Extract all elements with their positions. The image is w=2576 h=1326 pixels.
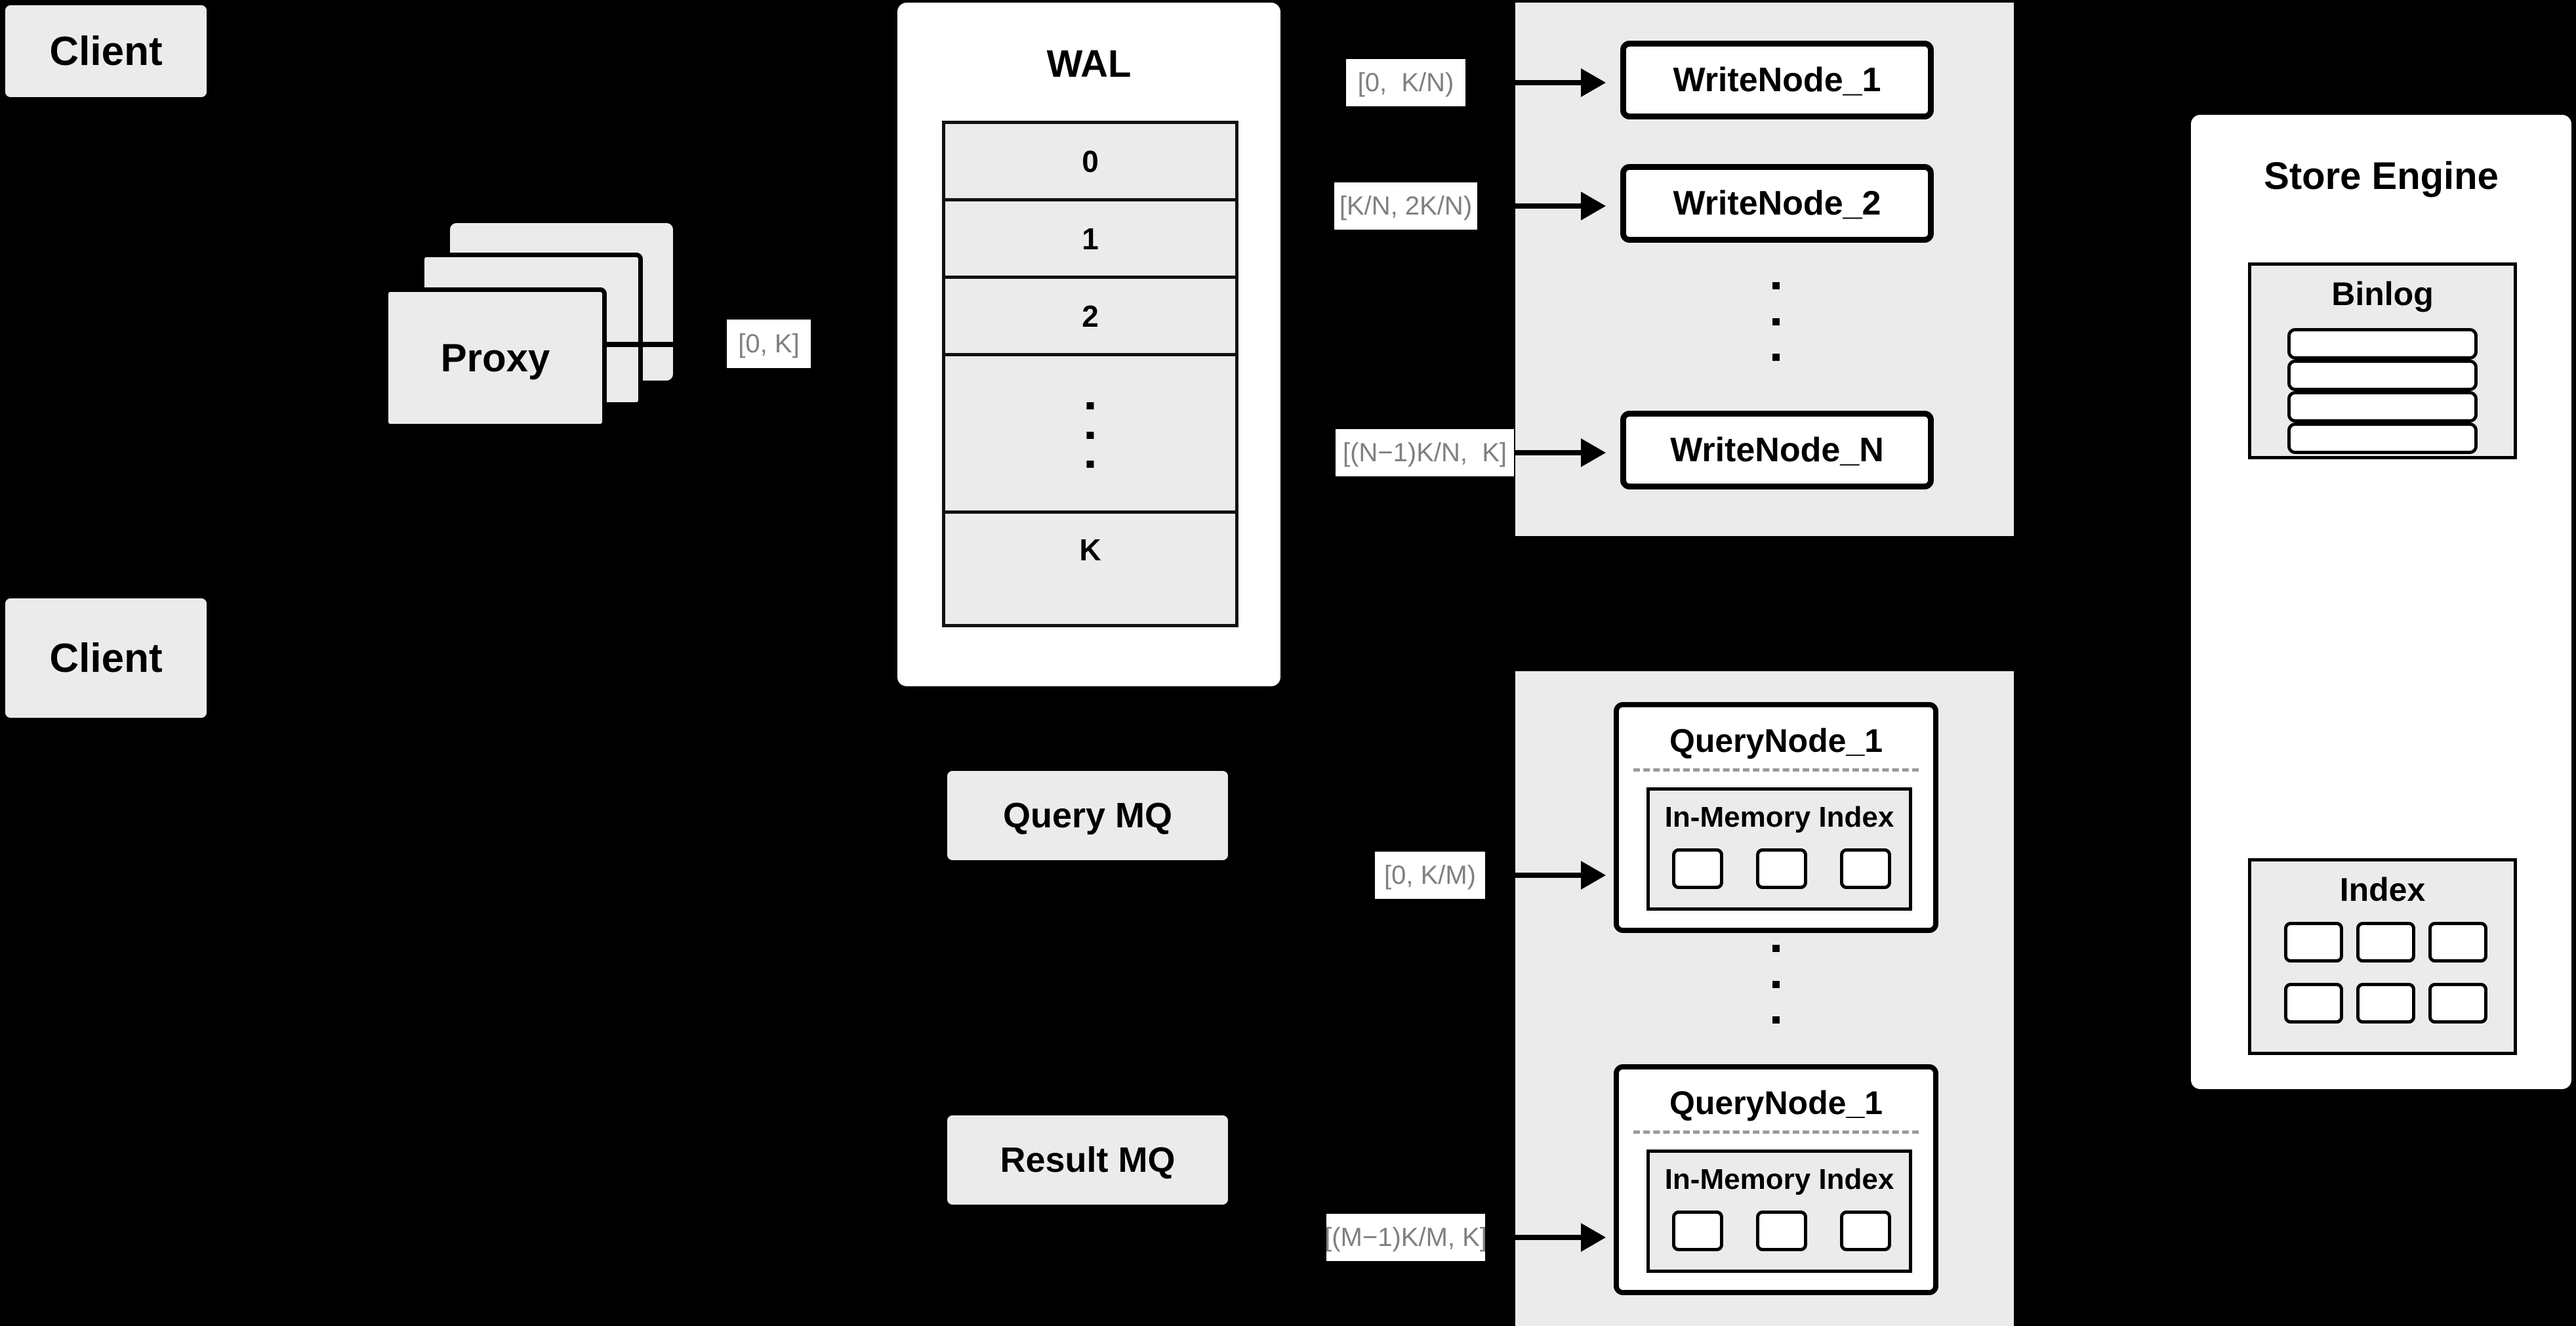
wal-row-ellipsis bbox=[945, 356, 1235, 514]
writenode-1-range: [0, K/N) bbox=[1357, 68, 1454, 97]
querynode-n-range: [(M−1)K/M, K] bbox=[1324, 1222, 1487, 1252]
store-engine-panel: Store Engine Binlog Index bbox=[2191, 115, 2571, 1089]
arrow-line-store-binlog bbox=[2158, 218, 2198, 223]
client-label-1: Client bbox=[49, 28, 163, 74]
writenode-2-range: [K/N, 2K/N) bbox=[1339, 191, 1473, 220]
query-node-n-title: QueryNode_1 bbox=[1669, 1085, 1883, 1121]
client-label-2: Client bbox=[49, 635, 163, 681]
arrow-line-querynode-n bbox=[1488, 1235, 1585, 1240]
arrow-line-writenode-1 bbox=[1469, 80, 1584, 85]
write-node-2-label: WriteNode_2 bbox=[1673, 184, 1881, 222]
binlog-row-1[interactable] bbox=[2287, 328, 2478, 360]
arrow-head-writenode-1 bbox=[1581, 68, 1606, 97]
write-cluster-vertical-ellipsis-icon bbox=[1771, 282, 1780, 361]
arrow-line-querynode-1 bbox=[1488, 873, 1585, 878]
index-title: Index bbox=[2339, 871, 2426, 908]
query-node-n-index-cell-3[interactable] bbox=[1840, 1211, 1891, 1251]
result-mq-label: Result MQ bbox=[1000, 1140, 1176, 1180]
wal-row-label-k: K bbox=[1079, 533, 1101, 567]
arrow-line-writenode-n bbox=[1515, 450, 1585, 455]
edge-label-proxy-to-wal: [0, K] bbox=[727, 320, 811, 368]
arrow-line-writenode-2 bbox=[1480, 203, 1585, 209]
query-cluster-vertical-ellipsis-icon bbox=[1771, 945, 1780, 1024]
binlog-row-4[interactable] bbox=[2287, 423, 2478, 454]
query-mq-label: Query MQ bbox=[1002, 796, 1173, 835]
query-node-1-divider bbox=[1633, 768, 1919, 772]
proxy-box[interactable]: Proxy bbox=[384, 287, 607, 428]
wal-title: WAL bbox=[1046, 43, 1132, 85]
wal-row-label-0: 0 bbox=[1082, 144, 1099, 178]
edge-label-querynode-1: [0, K/M) bbox=[1375, 852, 1485, 899]
write-node-2[interactable]: WriteNode_2 bbox=[1620, 164, 1934, 243]
wal-row-1[interactable]: 1 bbox=[945, 201, 1235, 279]
index-cell-2[interactable] bbox=[2356, 922, 2415, 963]
index-cell-5[interactable] bbox=[2356, 983, 2415, 1024]
query-node-1-inmemory-index: In-Memory Index bbox=[1646, 787, 1912, 911]
write-node-1-label: WriteNode_1 bbox=[1673, 61, 1881, 99]
arrow-head-writenode-2 bbox=[1581, 192, 1606, 220]
wal-row-0[interactable]: 0 bbox=[945, 124, 1235, 201]
proxy-to-wal-range: [0, K] bbox=[738, 329, 800, 358]
writenode-n-range: [(N−1)K/N, K] bbox=[1342, 438, 1507, 467]
write-node-1[interactable]: WriteNode_1 bbox=[1620, 41, 1934, 119]
arrow-head-writenode-n bbox=[1581, 438, 1606, 467]
index-cell-4[interactable] bbox=[2284, 983, 2343, 1024]
arrow-head-querynode-1 bbox=[1581, 861, 1606, 890]
wal-vertical-ellipsis-icon bbox=[1086, 402, 1094, 468]
query-node-1-index-cell-2[interactable] bbox=[1756, 848, 1807, 889]
index-cell-6[interactable] bbox=[2428, 983, 2487, 1024]
query-node-n-index-title: In-Memory Index bbox=[1664, 1163, 1894, 1195]
wal-row-2[interactable]: 2 bbox=[945, 279, 1235, 356]
client-box-2[interactable]: Client bbox=[5, 598, 207, 718]
client-box-1[interactable]: Client bbox=[5, 5, 207, 97]
index-cell-1[interactable] bbox=[2284, 922, 2343, 963]
query-node-n-index-cell-2[interactable] bbox=[1756, 1211, 1807, 1251]
arrow-line-store-index bbox=[2158, 941, 2198, 946]
proxy-label: Proxy bbox=[440, 336, 550, 380]
edge-label-querynode-n: [(M−1)K/M, K] bbox=[1324, 1214, 1487, 1261]
query-node-n-index-cell-1[interactable] bbox=[1672, 1211, 1723, 1251]
query-node-1-title: QueryNode_1 bbox=[1669, 722, 1883, 759]
edge-label-writenode-n: [(N−1)K/N, K] bbox=[1336, 429, 1514, 476]
wal-panel: WAL 0 1 2 K bbox=[897, 3, 1280, 686]
binlog-title: Binlog bbox=[2331, 276, 2434, 312]
edge-label-writenode-2: [K/N, 2K/N) bbox=[1334, 182, 1477, 230]
index-panel: Index bbox=[2248, 858, 2517, 1055]
store-engine-title: Store Engine bbox=[2264, 155, 2499, 197]
write-node-n[interactable]: WriteNode_N bbox=[1620, 411, 1934, 489]
binlog-panel: Binlog bbox=[2248, 262, 2517, 459]
index-cell-3[interactable] bbox=[2428, 922, 2487, 963]
querynode-1-range: [0, K/M) bbox=[1383, 860, 1477, 890]
write-node-n-label: WriteNode_N bbox=[1670, 431, 1884, 469]
binlog-row-3[interactable] bbox=[2287, 391, 2478, 423]
query-node-n[interactable]: QueryNode_1 In-Memory Index bbox=[1614, 1064, 1938, 1295]
wal-row-label-2: 2 bbox=[1082, 299, 1099, 333]
result-mq-box[interactable]: Result MQ bbox=[947, 1115, 1228, 1205]
binlog-row-2[interactable] bbox=[2287, 360, 2478, 391]
edge-label-writenode-1: [0, K/N) bbox=[1346, 59, 1465, 106]
arrow-head-querynode-n bbox=[1581, 1223, 1606, 1252]
wal-row-k[interactable]: K bbox=[945, 514, 1235, 586]
query-node-1[interactable]: QueryNode_1 In-Memory Index bbox=[1614, 702, 1938, 933]
query-node-n-divider bbox=[1633, 1130, 1919, 1134]
query-node-1-index-title: In-Memory Index bbox=[1664, 801, 1894, 833]
wal-row-label-1: 1 bbox=[1082, 221, 1099, 256]
query-node-1-index-cell-3[interactable] bbox=[1840, 848, 1891, 889]
query-node-n-inmemory-index: In-Memory Index bbox=[1646, 1150, 1912, 1273]
query-node-1-index-cell-1[interactable] bbox=[1672, 848, 1723, 889]
wal-table: 0 1 2 K bbox=[942, 121, 1238, 627]
proxy-connector-line bbox=[603, 342, 676, 347]
query-mq-box[interactable]: Query MQ bbox=[947, 771, 1228, 860]
